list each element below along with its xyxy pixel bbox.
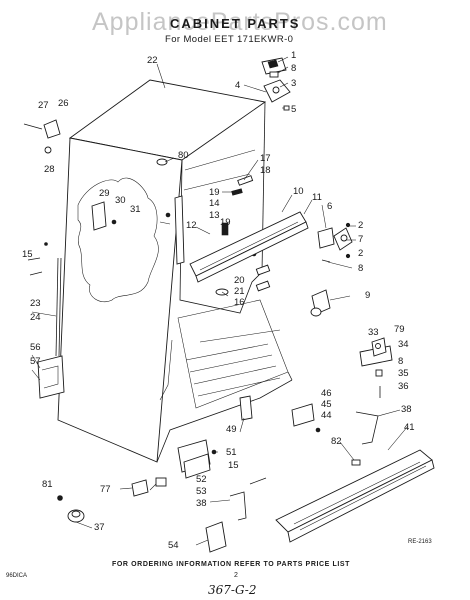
callout-54: 54 — [168, 540, 179, 551]
diagram-subtitle: For Model EET 171EKWR-0 — [165, 34, 294, 45]
callout-29: 29 — [99, 188, 110, 199]
watermark: AppliancePartsPros.com — [92, 8, 388, 36]
callout-30: 30 — [115, 195, 126, 206]
callout-7: 7 — [358, 234, 363, 245]
callout-82: 82 — [331, 436, 342, 447]
callout-22: 22 — [147, 55, 158, 66]
latch-9 — [310, 289, 331, 317]
callout-8c: 8 — [398, 356, 403, 367]
callout-34: 34 — [398, 339, 409, 350]
callout-6: 6 — [327, 201, 332, 212]
part-49 — [239, 395, 253, 421]
clip-29-31 — [91, 201, 117, 231]
crossbar-10-11 — [189, 211, 309, 283]
callout-5: 5 — [291, 104, 296, 115]
page-number: 2 — [234, 572, 238, 579]
callout-38: 38 — [401, 404, 412, 415]
callout-9: 9 — [365, 290, 370, 301]
callout-4: 4 — [235, 80, 240, 91]
callout-28: 28 — [44, 164, 55, 175]
lower-hinge-33-36 — [359, 337, 393, 398]
callout-8b: 8 — [358, 263, 363, 274]
left-rail — [37, 257, 65, 399]
callout-38b: 38 — [196, 498, 207, 509]
callout-35: 35 — [398, 368, 409, 379]
callout-1: 1 — [291, 50, 296, 61]
callout-15b: 15 — [228, 460, 239, 471]
callout-77: 77 — [100, 484, 111, 495]
callout-2: 2 — [358, 220, 363, 231]
diagram-title: CABINET PARTS — [170, 16, 301, 31]
bracket-38-82 — [351, 411, 379, 466]
callout-31: 31 — [130, 204, 141, 215]
page-code: 96DICA — [6, 573, 28, 579]
callout-37: 37 — [94, 522, 105, 533]
leader-lines — [31, 56, 409, 546]
callout-81: 81 — [42, 479, 53, 490]
cabinet-body — [57, 79, 293, 463]
callout-24: 24 — [30, 312, 41, 323]
callout-14: 14 — [209, 198, 220, 209]
callout-49: 49 — [226, 424, 237, 435]
foot-37 — [57, 495, 85, 523]
bracket-38-lower — [205, 491, 247, 553]
callout-45: 45 — [321, 399, 332, 410]
callout-46: 46 — [321, 388, 332, 399]
callout-80: 80 — [178, 150, 189, 161]
callout-2b: 2 — [358, 248, 363, 259]
callout-79: 79 — [394, 324, 405, 335]
callout-26: 26 — [58, 98, 69, 109]
callout-13: 13 — [209, 210, 220, 221]
callout-21: 21 — [234, 286, 245, 297]
callout-23: 23 — [30, 298, 41, 309]
callout-52: 52 — [196, 474, 207, 485]
callout-53: 53 — [196, 486, 207, 497]
callout-18: 18 — [260, 165, 271, 176]
callout-8: 8 — [291, 63, 296, 74]
callout-56: 56 — [30, 342, 41, 353]
callout-10: 10 — [293, 186, 304, 197]
callout-3: 3 — [291, 78, 296, 89]
bracket-13-14 — [159, 195, 185, 265]
small-parts-upper — [156, 158, 254, 236]
ordering-info-note: FOR ORDERING INFORMATION REFER TO PARTS … — [112, 561, 351, 568]
callout-36: 36 — [398, 381, 409, 392]
bracket-44-46 — [291, 403, 321, 433]
callout-57: 57 — [30, 356, 41, 367]
callout-17: 17 — [260, 153, 271, 164]
drawing-code: RE-2163 — [408, 539, 432, 545]
callout-15: 15 — [22, 249, 33, 260]
callout-51: 51 — [226, 447, 237, 458]
callout-labels: 22 1 8 3 4 5 27 26 28 80 17 18 10 11 19 … — [22, 50, 415, 551]
toe-grille-41 — [275, 449, 435, 543]
callout-20: 20 — [234, 275, 245, 286]
callout-33: 33 — [368, 327, 379, 338]
left-screws — [27, 242, 48, 276]
callout-19b: 19 — [220, 217, 231, 228]
callout-16: 16 — [234, 297, 245, 308]
hardware-26-28 — [23, 119, 61, 154]
handwritten-note: 367-G-2 — [208, 583, 257, 597]
callout-11: 11 — [312, 192, 322, 203]
callout-12: 12 — [186, 220, 197, 231]
callout-19: 19 — [209, 187, 220, 198]
callout-41: 41 — [404, 422, 415, 433]
callout-27: 27 — [38, 100, 49, 111]
lower-parts-51-53 — [131, 439, 267, 497]
side-hinge-6-8 — [317, 222, 353, 263]
callout-44: 44 — [321, 410, 332, 421]
